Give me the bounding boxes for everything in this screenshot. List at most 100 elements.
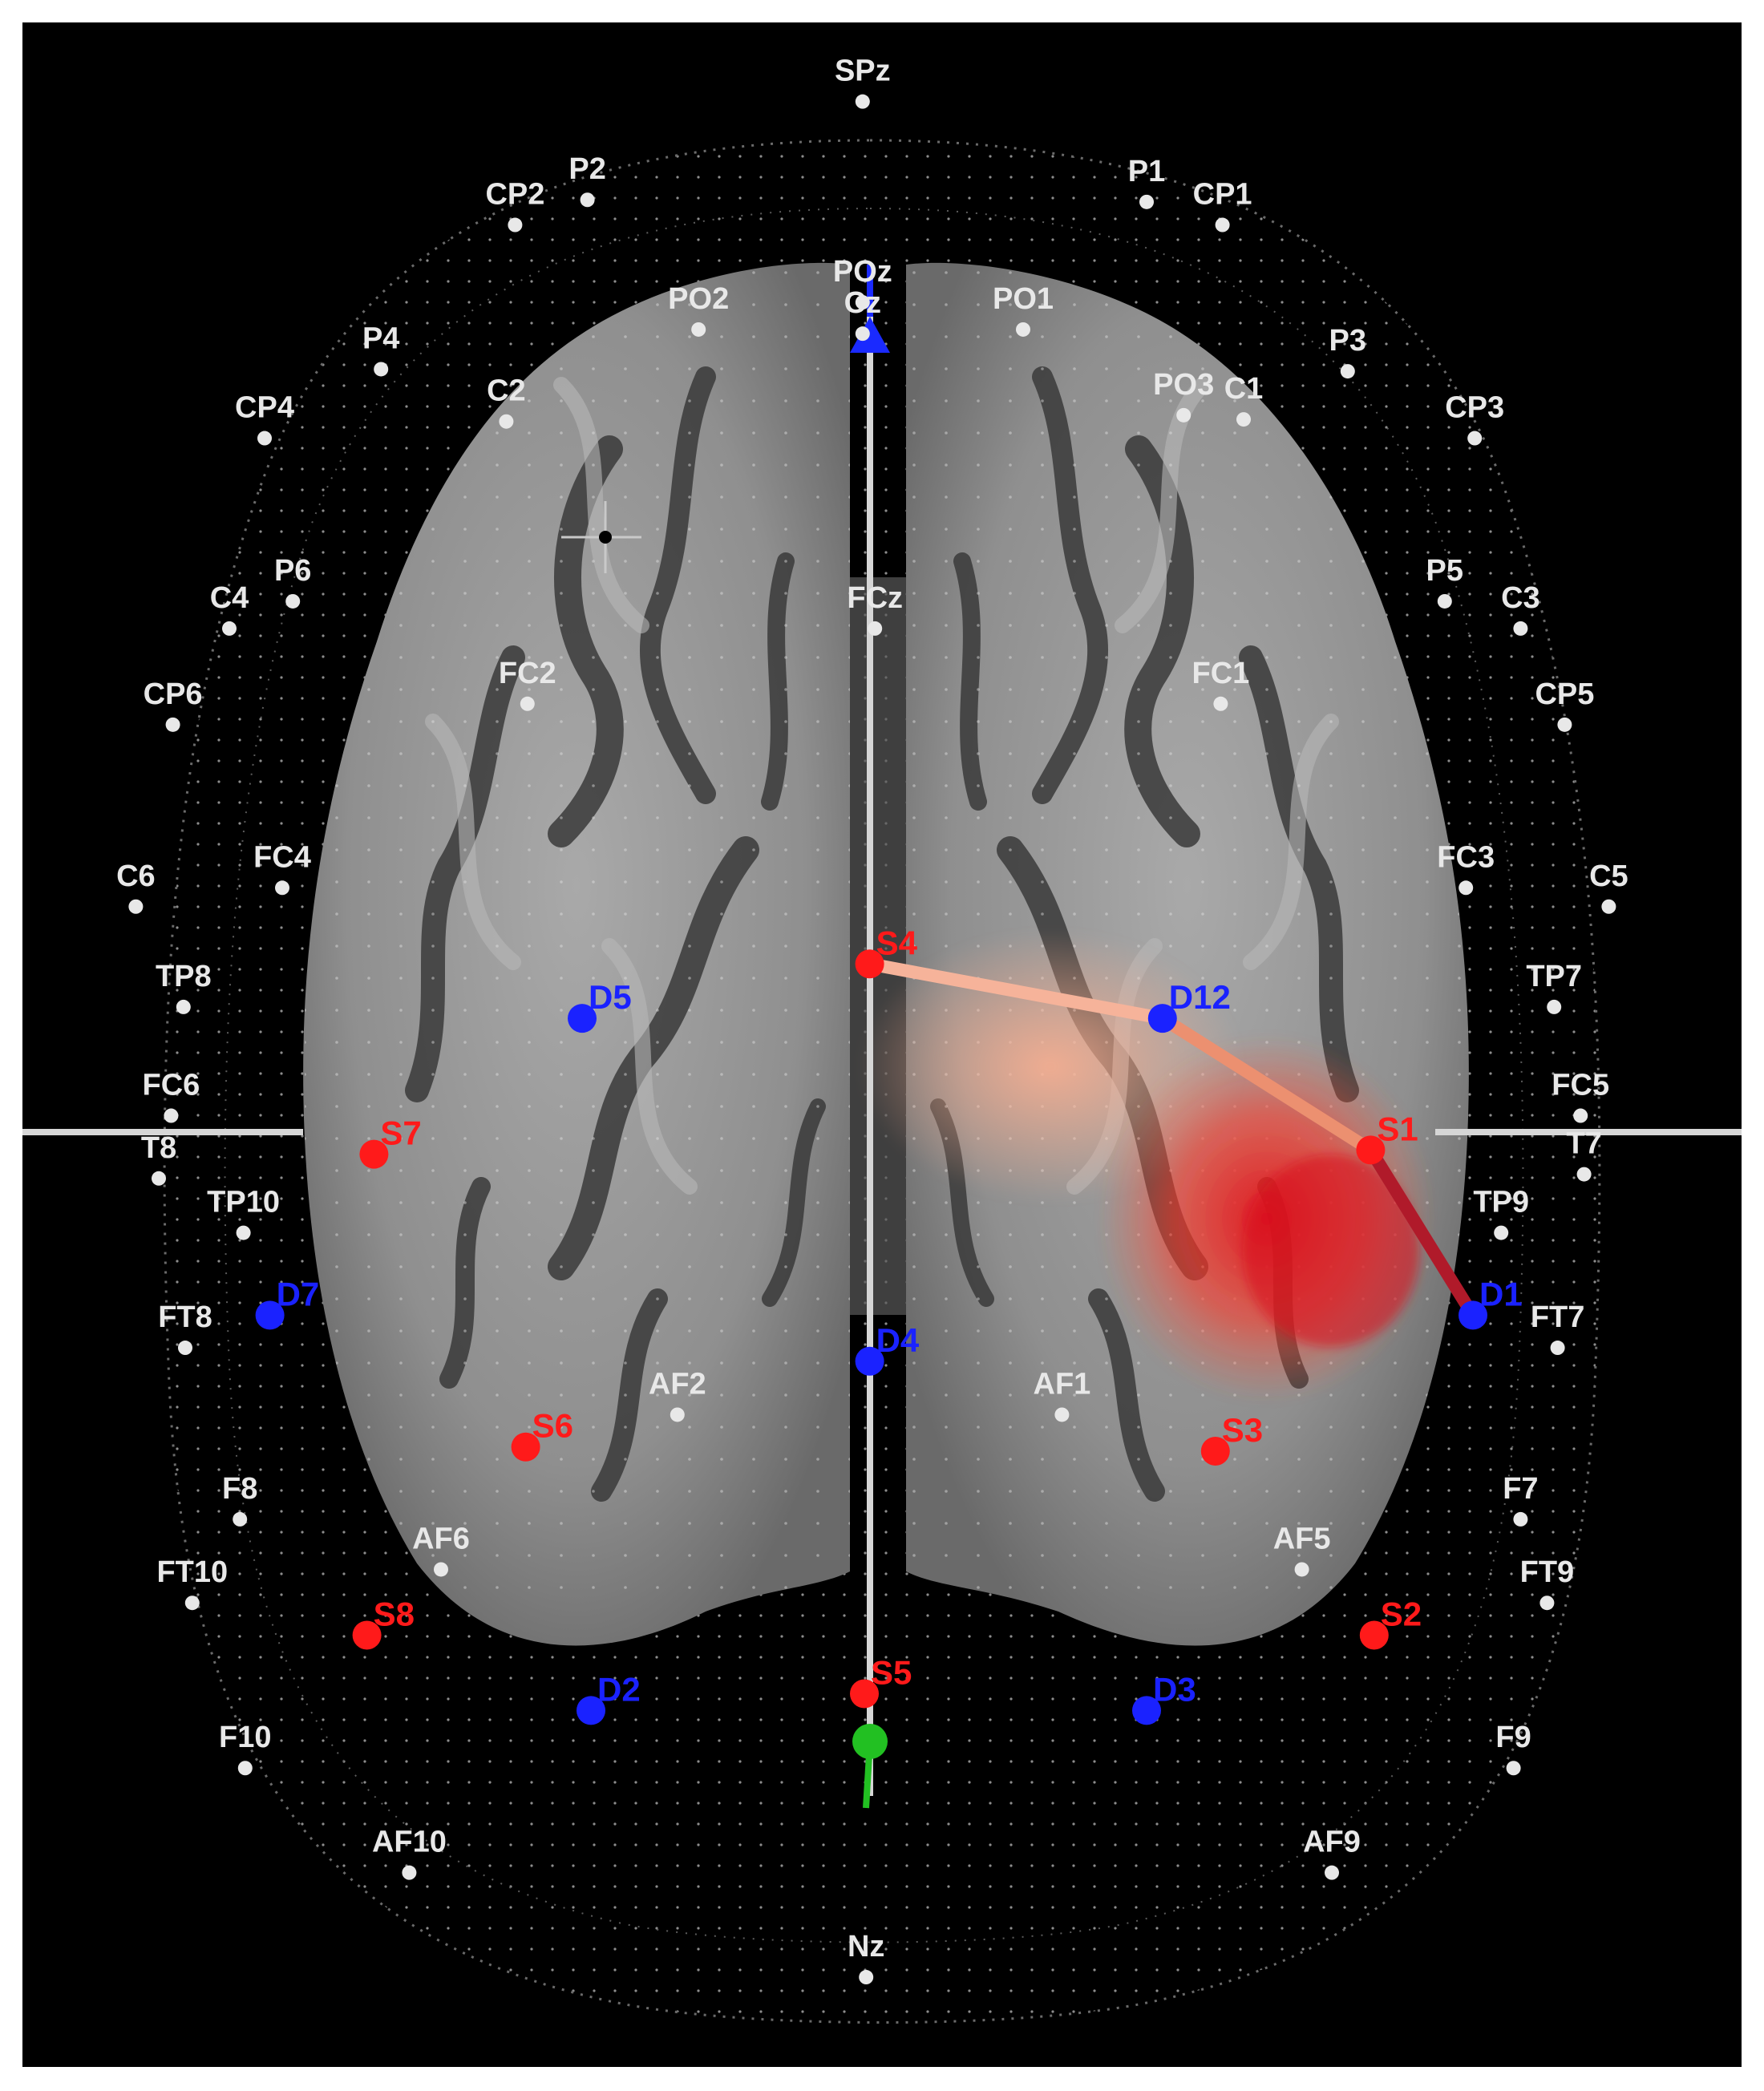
electrode-CP1: CP1: [1193, 178, 1252, 233]
electrode-C1: C1: [1224, 372, 1264, 427]
electrode-TP10: TP10: [207, 1186, 280, 1240]
electrode-TP9: TP9: [1473, 1186, 1529, 1240]
electrode-PO3: PO3: [1153, 368, 1214, 423]
detector-optode-D4[interactable]: D4: [855, 1321, 920, 1376]
electrode-dot: [1340, 364, 1355, 379]
electrode-label: FC1: [1192, 657, 1250, 690]
electrode-dot: [257, 431, 272, 446]
electrode-label: P1: [1128, 155, 1165, 188]
electrode-FCz: FCz: [847, 581, 903, 636]
electrode-label: C1: [1224, 372, 1264, 406]
electrode-CP5: CP5: [1535, 677, 1594, 732]
detector-marker[interactable]: [1459, 1300, 1487, 1330]
electrode-POz: POz: [833, 255, 892, 310]
electrode-dot: [128, 899, 144, 914]
activation-map: [858, 930, 1435, 1403]
source-marker[interactable]: [1200, 1436, 1230, 1466]
electrode-dot: [1213, 696, 1228, 711]
electrode-label: POz: [833, 255, 892, 289]
electrode-AF1: AF1: [1034, 1367, 1090, 1422]
source-marker[interactable]: [855, 949, 884, 979]
electrode-T8: T8: [141, 1131, 176, 1186]
electrode-dot: [670, 1407, 685, 1422]
electrode-dot: [184, 1596, 200, 1611]
detector-optode-D7[interactable]: D7: [255, 1275, 320, 1330]
electrode-dot: [402, 1865, 417, 1880]
electrode-dot: [374, 362, 389, 377]
electrode-dot: [868, 621, 883, 636]
electrode-label: P5: [1426, 554, 1463, 588]
channel-S4-D12[interactable]: [863, 957, 1169, 1025]
electrode-Nz: Nz: [848, 1930, 884, 1985]
electrode-dot: [855, 295, 870, 310]
source-optode-S3[interactable]: S3: [1200, 1411, 1263, 1466]
electrode-dot: [285, 593, 301, 609]
detector-marker[interactable]: [855, 1346, 884, 1376]
detector-optode-D5[interactable]: D5: [568, 978, 632, 1033]
detector-optode-D12[interactable]: D12: [1147, 978, 1231, 1033]
electrode-dot: [237, 1761, 253, 1776]
electrode-label: AF2: [649, 1367, 706, 1401]
electrode-P5: P5: [1426, 554, 1463, 609]
detector-label: D7: [277, 1275, 320, 1312]
electrode-F7: F7: [1503, 1472, 1539, 1527]
detector-marker[interactable]: [1147, 1004, 1177, 1033]
electrode-label: CP6: [144, 677, 203, 711]
electrode-dot: [1513, 621, 1528, 636]
source-label: S2: [1381, 1595, 1422, 1632]
electrode-F10: F10: [219, 1721, 272, 1776]
electrode-label: FC4: [253, 840, 311, 874]
electrode-dot: [434, 1562, 448, 1577]
source-marker[interactable]: [359, 1139, 389, 1169]
electrode-dot: [1176, 407, 1192, 423]
detector-marker[interactable]: [577, 1696, 605, 1725]
electrode-label: F9: [1495, 1721, 1531, 1754]
source-optode-S1[interactable]: S1: [1356, 1110, 1418, 1165]
source-label: S8: [374, 1595, 415, 1632]
source-optode-S8[interactable]: S8: [352, 1595, 415, 1650]
detector-marker[interactable]: [568, 1004, 597, 1033]
detector-optode-D3[interactable]: D3: [1132, 1670, 1196, 1725]
detector-optode-D2[interactable]: D2: [577, 1670, 641, 1725]
channel-S1-D1[interactable]: [1364, 1143, 1479, 1322]
electrode-label: P6: [274, 554, 311, 588]
source-optode-S2[interactable]: S2: [1359, 1595, 1422, 1650]
source-marker[interactable]: [850, 1679, 879, 1709]
electrode-CP4: CP4: [235, 391, 294, 446]
detector-marker[interactable]: [1132, 1696, 1161, 1725]
source-marker[interactable]: [511, 1432, 540, 1462]
electrode-C6: C6: [116, 859, 156, 914]
detector-optode-D1[interactable]: D1: [1459, 1275, 1523, 1330]
channel-layer: [863, 957, 1479, 1322]
source-optode-S4[interactable]: S4: [855, 924, 918, 979]
source-marker[interactable]: [352, 1620, 382, 1650]
electrode-AF6: AF6: [412, 1522, 470, 1577]
source-marker[interactable]: [1359, 1620, 1389, 1650]
electrode-label: FC6: [143, 1069, 200, 1102]
electrode-FC1: FC1: [1192, 657, 1250, 711]
source-marker[interactable]: [1356, 1135, 1386, 1165]
source-optode-S5[interactable]: S5: [850, 1653, 912, 1709]
electrode-label: C5: [1589, 859, 1628, 893]
detector-label: D12: [1169, 978, 1231, 1016]
electrode-C4: C4: [210, 581, 249, 636]
source-optode-S7[interactable]: S7: [359, 1114, 422, 1169]
electrode-P2: P2: [568, 152, 606, 208]
source-optode-S6[interactable]: S6: [511, 1407, 573, 1462]
electrode-AF9: AF9: [1303, 1826, 1361, 1880]
electrode-dot: [1325, 1865, 1339, 1880]
detector-marker[interactable]: [255, 1300, 285, 1330]
electrode-label: PO1: [993, 282, 1054, 316]
electrode-dot: [1016, 322, 1030, 337]
electrode-label: FT8: [158, 1300, 212, 1334]
electrode-label: P2: [568, 152, 605, 186]
electrode-label: FC5: [1552, 1069, 1609, 1102]
electrode-label: AF5: [1273, 1522, 1331, 1555]
electrode-label: TP7: [1526, 960, 1582, 993]
electrode-C2: C2: [487, 374, 526, 429]
channel-D12-S1[interactable]: [1155, 1012, 1378, 1157]
detector-label: D2: [597, 1670, 641, 1708]
electrode-FC5: FC5: [1552, 1069, 1609, 1123]
